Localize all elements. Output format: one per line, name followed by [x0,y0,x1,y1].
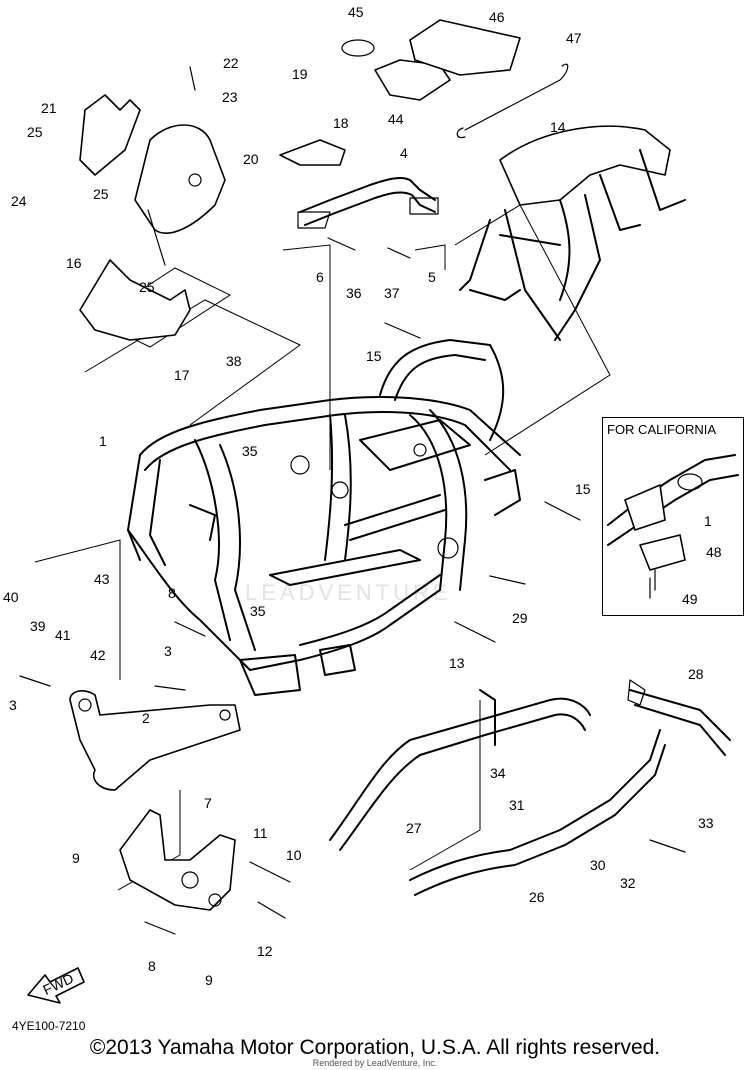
rendered-by-note: Rendered by LeadVenture, Inc. [312,1058,438,1068]
copyright-notice: ©2013 Yamaha Motor Corporation, U.S.A. A… [89,1036,661,1059]
callout: 15 [366,348,382,364]
rear-stay-part-14 [459,125,686,341]
california-inset: FOR CALIFORNIA [602,417,744,616]
bracket-part-2 [69,690,241,791]
callout: 23 [222,89,238,105]
callout: 21 [41,100,57,116]
callout: 10 [286,847,302,863]
rail-part-28 [627,679,731,756]
callout: 20 [243,151,259,167]
cable-part-47 [456,63,569,139]
fwd-arrow-icon: FWD [27,967,85,1004]
callout: 49 [682,591,698,607]
callout: 22 [223,55,239,71]
callout: 39 [30,618,46,634]
callout: 45 [348,4,364,20]
callout: 7 [204,795,212,811]
callout: 13 [449,655,465,671]
callout: 6 [316,269,324,285]
callout: 4 [400,145,408,161]
holder-part-46 [409,19,521,76]
callout: 8 [168,585,176,601]
callout: 2 [142,710,150,726]
callout: 12 [257,943,273,959]
watermark: LEADVENTURE [245,580,452,605]
callout: 42 [90,647,106,663]
cover-part-21 [79,94,141,176]
rail-part-27 [329,689,591,851]
callout: 19 [292,66,308,82]
callout: 46 [489,9,505,25]
bracket-part-7 [119,809,236,911]
callout: 29 [512,610,528,626]
callout: 9 [205,972,213,988]
main-frame [127,339,521,696]
callout: 48 [706,544,722,560]
callout: 32 [620,875,636,891]
callout: 41 [55,627,71,643]
callout: 35 [250,603,266,619]
callout: 27 [406,820,422,836]
callout: 34 [490,765,506,781]
callout: 15 [575,481,591,497]
callout: 31 [509,797,525,813]
tray-part-16 [79,259,191,341]
callout: 14 [550,119,566,135]
pad-part-44 [374,59,451,101]
callout-labels: 1 2 3 3 4 5 6 7 8 8 9 9 10 11 12 13 14 1… [3,4,722,988]
callout: 17 [174,367,190,383]
rail-part-26 [409,729,666,896]
callout: 5 [428,269,436,285]
bolts [19,66,686,935]
callout: 3 [9,697,17,713]
callout: 25 [27,124,43,140]
callout: 38 [226,353,242,369]
callout: 44 [388,111,404,127]
callout: 43 [94,571,110,587]
bracket-part-18 [279,139,346,166]
callout: 26 [529,889,545,905]
handle-part-4 [297,176,439,229]
callout: 25 [139,279,155,295]
california-inset-drawing [607,454,739,591]
callout: 18 [333,115,349,131]
callout: 37 [384,285,400,301]
callout: 1 [99,433,107,449]
callout: 35 [242,443,258,459]
callout: 33 [698,815,714,831]
part-code: 4YE100-7210 [12,1019,86,1033]
callout: 47 [566,30,582,46]
callout: 11 [253,825,268,841]
callout: 1 [704,513,712,529]
cover-part-20 [134,124,226,266]
callout: 3 [164,643,172,659]
callout: 30 [590,857,606,873]
callout: 24 [11,193,27,209]
ring-part-45 [341,39,375,57]
callout: 28 [688,666,704,682]
callout: 36 [346,285,362,301]
callout: 16 [66,255,82,271]
callout: 8 [148,958,156,974]
callout: 40 [3,589,19,605]
callout: 9 [72,850,80,866]
callout: 25 [93,186,109,202]
inset-label: FOR CALIFORNIA [607,422,717,437]
